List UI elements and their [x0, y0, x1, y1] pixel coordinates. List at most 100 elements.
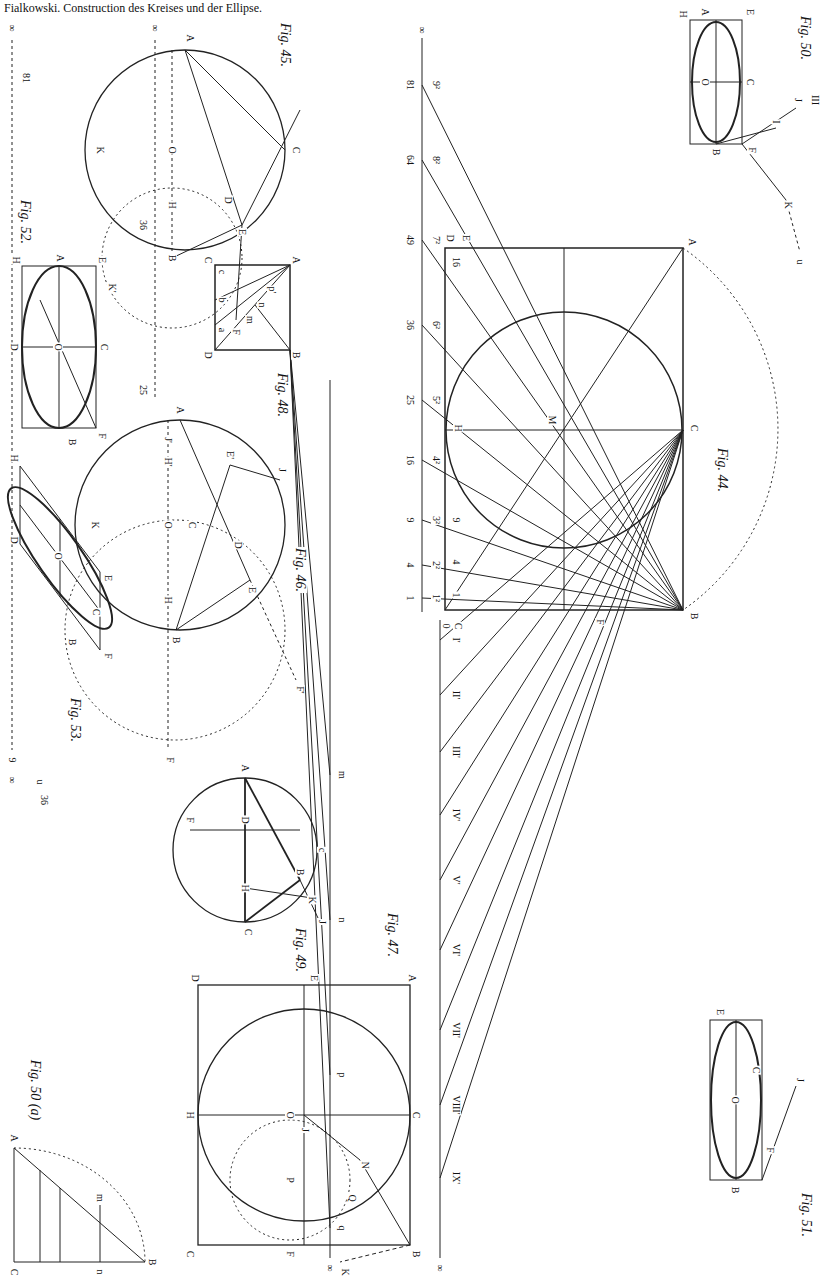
point-letter: 1	[405, 595, 415, 602]
point-letter: 36	[138, 219, 148, 231]
line-stroke	[176, 580, 250, 630]
line-stroke	[14, 1262, 145, 1263]
point-letter: IX'	[451, 1171, 461, 1185]
line-stroke	[245, 888, 312, 898]
point-letter: H	[11, 255, 21, 264]
rect-stroke	[445, 248, 683, 610]
point-letter: C	[689, 424, 699, 433]
point-letter: O	[167, 145, 177, 154]
point-letter: b	[217, 297, 227, 304]
point-letter: 4	[405, 562, 415, 569]
point-letter: C	[203, 256, 213, 265]
line-stroke	[168, 420, 169, 750]
line-stroke	[300, 880, 318, 918]
point-letter: O	[730, 1095, 740, 1104]
point-letter: F	[185, 816, 195, 824]
point-letter: E	[461, 234, 471, 242]
point-letter: 1²	[431, 593, 441, 603]
point-letter: C	[185, 1250, 195, 1259]
line-stroke	[440, 430, 683, 1105]
circle-stroke	[173, 778, 317, 922]
line-stroke	[422, 325, 683, 610]
point-letter: 81	[21, 72, 31, 84]
point-letter: B	[411, 1250, 421, 1259]
path-stroke	[14, 1148, 145, 1262]
point-letter: K	[340, 1267, 350, 1276]
point-letter: F	[595, 618, 605, 626]
figure-caption: Fig. 51.	[799, 1192, 813, 1238]
figure-caption: Fig. 45.	[278, 22, 292, 68]
point-letter: K	[307, 895, 317, 904]
point-letter: 9²	[431, 80, 441, 90]
point-letter: D	[9, 535, 19, 544]
point-letter: A	[700, 7, 710, 16]
point-letter: E	[97, 256, 107, 264]
point-letter: E	[745, 8, 755, 16]
point-letter: F	[285, 1250, 295, 1258]
point-letter: C	[411, 1111, 421, 1120]
point-letter: E	[715, 1008, 725, 1016]
point-letter: m	[245, 315, 255, 325]
line-stroke	[20, 505, 100, 611]
rect-stroke	[710, 1020, 762, 1180]
scale-lines	[12, 40, 330, 1258]
point-letter: C	[751, 1066, 761, 1075]
point-letter: 9	[451, 517, 461, 524]
point-letter: O	[163, 520, 173, 529]
point-letter: 7²	[431, 235, 441, 245]
point-letter: H	[167, 200, 177, 209]
figure-caption: Fig. 49.	[293, 927, 307, 973]
ellipse-stroke	[22, 266, 96, 428]
point-letter: O	[53, 342, 63, 351]
point-letter: B	[689, 612, 699, 621]
point-letter: 16	[451, 256, 461, 268]
point-letter: 4	[451, 559, 461, 566]
point-letter: m	[95, 1193, 105, 1203]
line-stroke	[440, 430, 683, 880]
rect-stroke	[690, 20, 742, 144]
point-letter: E	[237, 228, 247, 236]
point-letter: F	[231, 328, 241, 336]
point-letter: C	[91, 608, 101, 617]
line-stroke	[290, 350, 330, 1228]
point-letter: 25	[405, 394, 415, 406]
path-stroke	[683, 248, 778, 610]
line-stroke	[422, 85, 683, 610]
line-stroke	[742, 108, 796, 144]
point-letter: A	[185, 33, 195, 42]
line-stroke	[422, 400, 683, 610]
line-stroke	[185, 50, 242, 225]
point-letter: F	[165, 756, 175, 764]
line-stroke	[422, 598, 683, 610]
point-letter: K'	[107, 282, 117, 293]
point-letter: 25	[138, 384, 148, 396]
line-stroke	[716, 128, 776, 144]
point-letter: E	[309, 974, 319, 982]
circle-stroke	[65, 520, 285, 740]
line-stroke	[422, 240, 683, 610]
line-stroke	[230, 465, 280, 480]
point-letter: 8²	[431, 155, 441, 165]
point-letter: ∞	[417, 25, 427, 34]
point-letter: H	[240, 883, 250, 892]
line-stroke	[215, 265, 290, 325]
figure-caption: Fig. 53.	[68, 697, 82, 743]
point-letter: O	[53, 551, 63, 560]
line-stroke	[190, 830, 300, 831]
point-letter: Q	[347, 1193, 357, 1202]
line-stroke	[242, 110, 300, 225]
line-stroke	[304, 1115, 360, 1160]
figure-caption: Fig. 50 (a)	[28, 1059, 42, 1121]
line-stroke	[100, 1205, 101, 1262]
point-letter: O	[700, 77, 710, 86]
fig50a-drawing	[14, 1148, 145, 1262]
point-letter: A	[687, 237, 697, 246]
point-letter: D	[9, 342, 19, 351]
point-letter: J	[300, 1127, 310, 1133]
line-stroke	[690, 82, 742, 83]
point-letter: 81	[405, 79, 415, 91]
point-letter: C	[99, 343, 109, 352]
point-letter: A	[407, 973, 417, 982]
